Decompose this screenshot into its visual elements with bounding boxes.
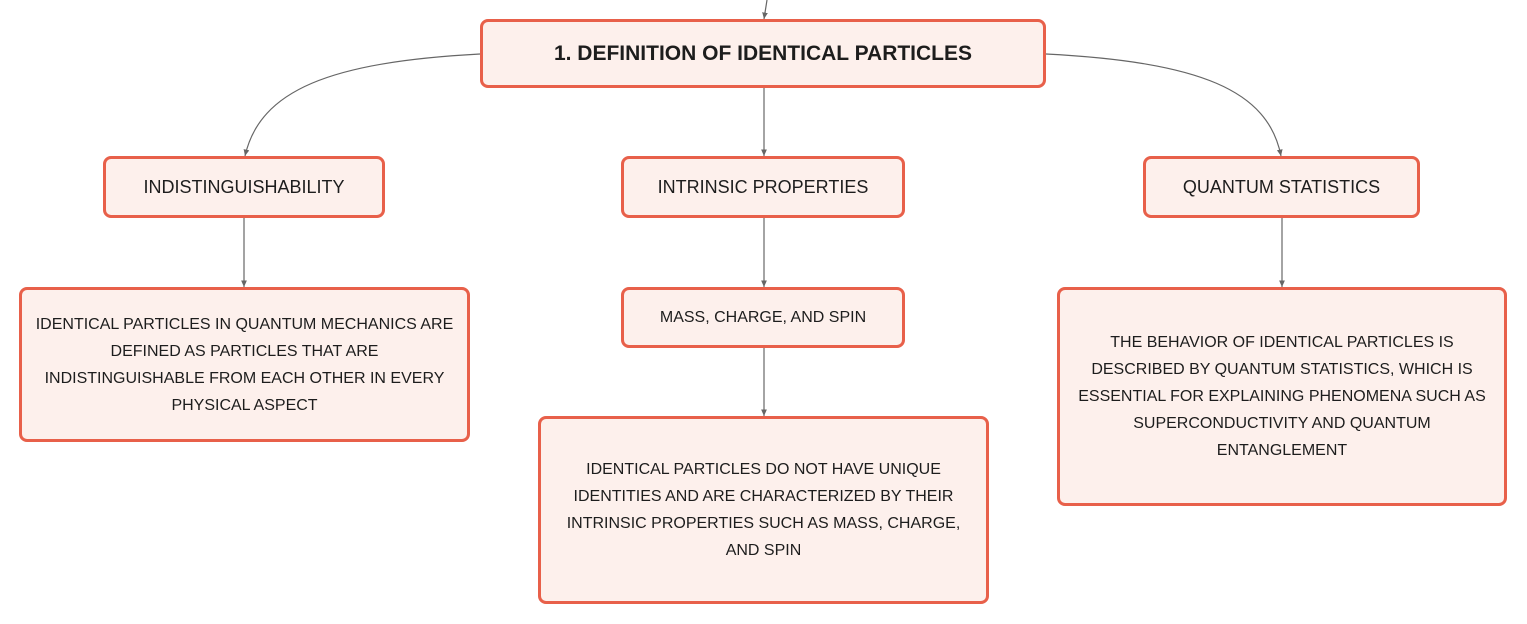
subtopic-indistinguishability-definition[interactable]: IDENTICAL PARTICLES IN QUANTUM MECHANICS… xyxy=(19,287,470,442)
subtopic-quantum-statistics-behavior-text: THE BEHAVIOR OF IDENTICAL PARTICLES IS D… xyxy=(1078,334,1486,459)
subtopic-intrinsic-properties-description[interactable]: IDENTICAL PARTICLES DO NOT HAVE UNIQUE I… xyxy=(538,416,989,604)
topic-intrinsic-properties[interactable]: INTRINSIC PROPERTIES xyxy=(621,156,905,218)
connector-root-to-indistinguishability xyxy=(243,53,481,157)
connector-parent-to-root xyxy=(762,0,768,20)
subtopic-intrinsic-properties-description-text: IDENTICAL PARTICLES DO NOT HAVE UNIQUE I… xyxy=(566,461,961,559)
root-topic-node[interactable]: 1. DEFINITION OF IDENTICAL PARTICLES xyxy=(480,19,1046,88)
subtopic-indistinguishability-definition-text: IDENTICAL PARTICLES IN QUANTUM MECHANICS… xyxy=(35,315,454,414)
topic-indistinguishability-label: INDISTINGUISHABILITY xyxy=(143,176,345,197)
topic-intrinsic-properties-label: INTRINSIC PROPERTIES xyxy=(657,176,869,197)
subtopic-mass-charge-spin[interactable]: MASS, CHARGE, AND SPIN xyxy=(621,287,905,348)
subtopic-mass-charge-spin-text: MASS, CHARGE, AND SPIN xyxy=(659,309,867,326)
topic-quantum-statistics[interactable]: QUANTUM STATISTICS xyxy=(1143,156,1420,218)
topic-quantum-statistics-label: QUANTUM STATISTICS xyxy=(1182,176,1381,197)
topic-indistinguishability[interactable]: INDISTINGUISHABILITY xyxy=(103,156,385,218)
root-topic-label: 1. DEFINITION OF IDENTICAL PARTICLES xyxy=(553,41,973,65)
connector-root-to-quantum-statistics xyxy=(1045,53,1283,157)
subtopic-quantum-statistics-behavior[interactable]: THE BEHAVIOR OF IDENTICAL PARTICLES IS D… xyxy=(1057,287,1507,506)
